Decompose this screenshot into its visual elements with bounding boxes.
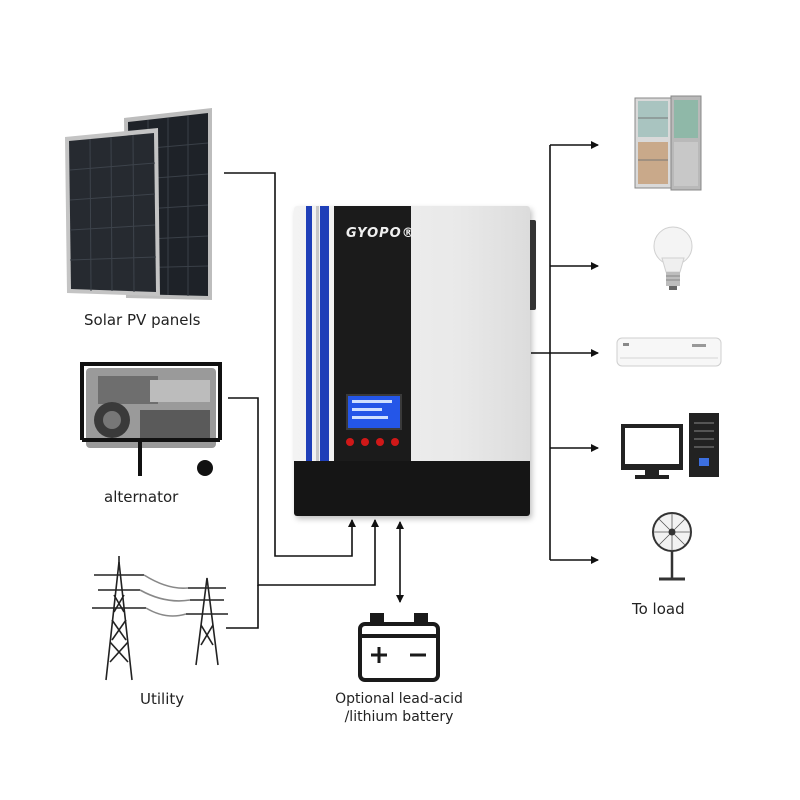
inverter-blue-stripe: [306, 206, 312, 461]
battery-label-line2: /lithium battery: [344, 709, 454, 725]
fan-icon: [652, 512, 692, 581]
light-bulb-icon: [653, 226, 693, 290]
utility-label: Utility: [140, 690, 185, 708]
inverter-button-1: [346, 438, 354, 446]
computer-icon: [621, 413, 719, 479]
inverter-silver-stripe: [316, 206, 319, 461]
battery-label: Optional lead-acid /lithium battery: [320, 690, 478, 726]
inverter-button-4: [391, 438, 399, 446]
solar-panel-icon: [65, 108, 212, 300]
inverter-brand-logo: GYOPO®: [346, 226, 416, 241]
utility-connection-line: [226, 585, 259, 629]
generator-icon: [80, 362, 222, 476]
inverter-blue-stripe-wide: [320, 206, 329, 461]
load-label: To load: [632, 600, 685, 618]
inverter-front-panel: GYOPO®: [334, 206, 415, 461]
solar-label: Solar PV panels: [84, 311, 201, 329]
solar-connection-line: [224, 172, 356, 557]
alternator-label: alternator: [104, 488, 179, 506]
inverter-side-handle: [530, 220, 536, 310]
refrigerator-icon: [634, 95, 702, 191]
inverter-button-3: [376, 438, 384, 446]
battery-icon: [358, 613, 440, 682]
inverter-base: [294, 461, 530, 516]
air-conditioner-icon: [616, 337, 722, 367]
battery-label-line1: Optional lead-acid: [335, 691, 463, 707]
power-tower-icon: [92, 556, 228, 681]
inverter-lcd-display: [346, 394, 402, 430]
inverter-button-2: [361, 438, 369, 446]
inverter-unit: GYOPO®: [294, 206, 530, 516]
